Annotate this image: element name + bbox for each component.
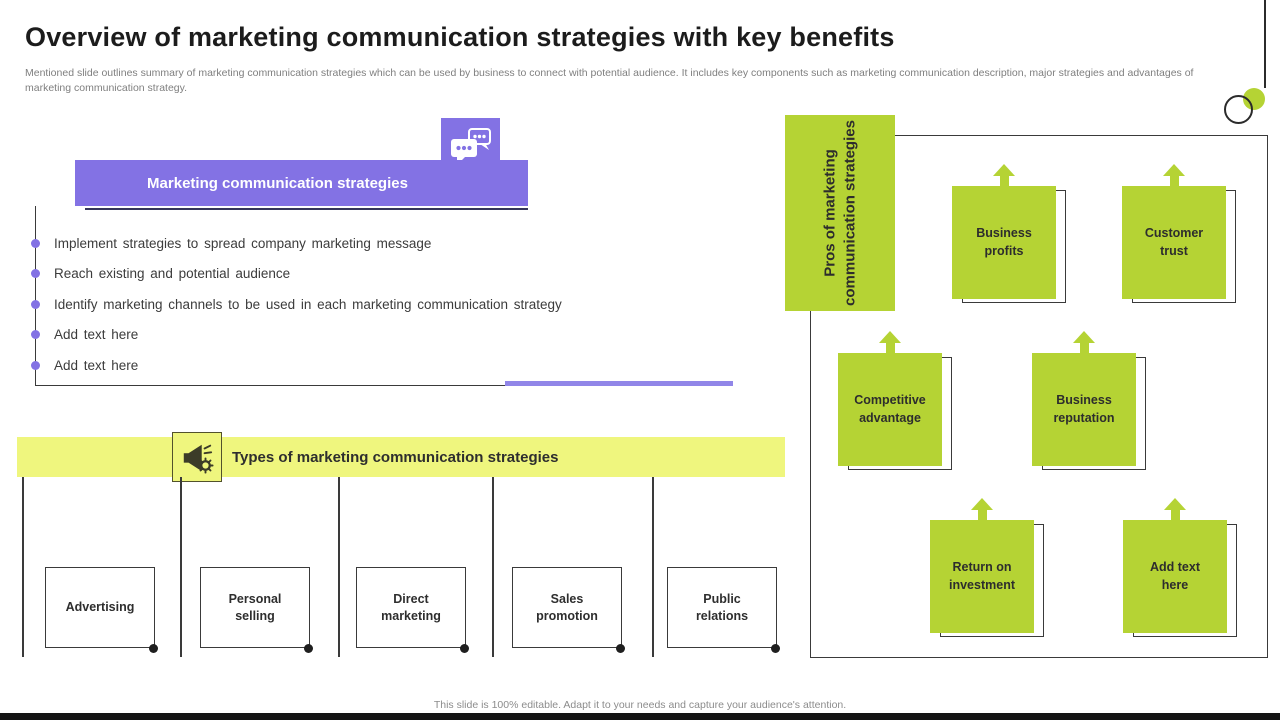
corner-outline-circle <box>1224 95 1253 124</box>
types-header-banner: Types of marketing communication strateg… <box>17 437 785 477</box>
type-box-direct-marketing: Direct marketing <box>356 567 466 648</box>
bullet-text: Add text here <box>54 357 139 373</box>
megaphone-gear-glyph <box>183 444 214 474</box>
pro-label: Add text here <box>1123 520 1227 633</box>
pro-label: Customer trust <box>1122 186 1226 299</box>
bullet-item: Implement strategies to spread company m… <box>31 228 562 259</box>
strategies-header-label: Marketing communication strategies <box>147 174 408 192</box>
up-arrow-icon <box>971 498 993 520</box>
bullet-text: Reach existing and potential audience <box>54 266 291 282</box>
up-arrow-icon <box>1073 331 1095 353</box>
pro-label: Business profits <box>952 186 1056 299</box>
type-label: Sales promotion <box>536 591 598 623</box>
megaphone-gear-icon <box>172 432 222 482</box>
bullet-text: Add text here <box>54 327 139 343</box>
type-label: Direct marketing <box>381 591 441 623</box>
up-arrow-icon <box>993 164 1015 186</box>
strategies-header-underline <box>85 208 528 210</box>
pro-item-return-on-investment: Return on investment <box>930 498 1048 640</box>
connector-line <box>492 477 494 657</box>
bullet-item: Identify marketing channels to be used i… <box>31 289 562 320</box>
bullet-item: Add text here <box>31 320 562 351</box>
strategies-list-box <box>35 206 733 386</box>
corner-accent-line <box>1264 0 1266 88</box>
pro-item-add-text-here: Add text here <box>1123 498 1241 640</box>
bullet-dot <box>31 269 40 279</box>
bullet-dot <box>31 360 40 370</box>
pros-header-label: Pros of marketing communication strategi… <box>821 120 859 306</box>
corner-dot <box>460 644 469 653</box>
corner-dot <box>149 644 158 653</box>
bullet-text: Identify marketing channels to be used i… <box>54 296 562 312</box>
type-label: Advertising <box>65 600 135 615</box>
bullet-text: Implement strategies to spread company m… <box>54 235 432 251</box>
chat-bubbles-gear-glyph <box>450 128 491 165</box>
pros-header-banner: Pros of marketing communication strategi… <box>785 115 895 311</box>
footer-note: This slide is 100% editable. Adapt it to… <box>433 699 847 711</box>
type-label: Public relations <box>695 591 749 623</box>
connector-line <box>652 477 654 657</box>
up-arrow-icon <box>1164 498 1186 520</box>
bullet-dot <box>31 330 40 340</box>
pro-item-business-profits: Business profits <box>952 164 1070 306</box>
strategies-bullet-list: Implement strategies to spread company m… <box>31 228 562 381</box>
strategies-header-banner: Marketing communication strategies <box>75 160 528 206</box>
page-title: Overview of marketing communication stra… <box>25 22 895 52</box>
bottom-bar <box>0 713 1280 720</box>
pro-label: Return on investment <box>930 520 1034 633</box>
corner-dot <box>771 644 780 653</box>
bullet-item: Add text here <box>31 350 562 381</box>
pro-item-business-reputation: Business reputation <box>1032 331 1150 473</box>
pros-panel-border <box>810 135 1268 658</box>
up-arrow-icon <box>879 331 901 353</box>
pro-item-customer-trust: Customer trust <box>1122 164 1240 306</box>
page-subtitle: Mentioned slide outlines summary of mark… <box>25 67 1194 95</box>
purple-accent-line <box>505 381 733 386</box>
pro-label: Business reputation <box>1032 353 1136 466</box>
connector-line <box>22 477 24 657</box>
corner-dot <box>616 644 625 653</box>
bullet-dot <box>31 299 40 309</box>
bullet-dot <box>31 238 40 248</box>
type-box-personal-selling: Personal selling <box>200 567 310 648</box>
connector-line <box>180 477 182 657</box>
connector-line <box>338 477 340 657</box>
pro-item-competitive-advantage: Competitive advantage <box>838 331 956 473</box>
types-header-label: Types of marketing communication strateg… <box>232 448 559 466</box>
corner-dot <box>304 644 313 653</box>
type-box-public-relations: Public relations <box>667 567 777 648</box>
type-box-advertising: Advertising <box>45 567 155 648</box>
up-arrow-icon <box>1163 164 1185 186</box>
pro-label: Competitive advantage <box>838 353 942 466</box>
bullet-item: Reach existing and potential audience <box>31 259 562 290</box>
type-label: Personal selling <box>228 591 282 623</box>
type-box-sales-promotion: Sales promotion <box>512 567 622 648</box>
